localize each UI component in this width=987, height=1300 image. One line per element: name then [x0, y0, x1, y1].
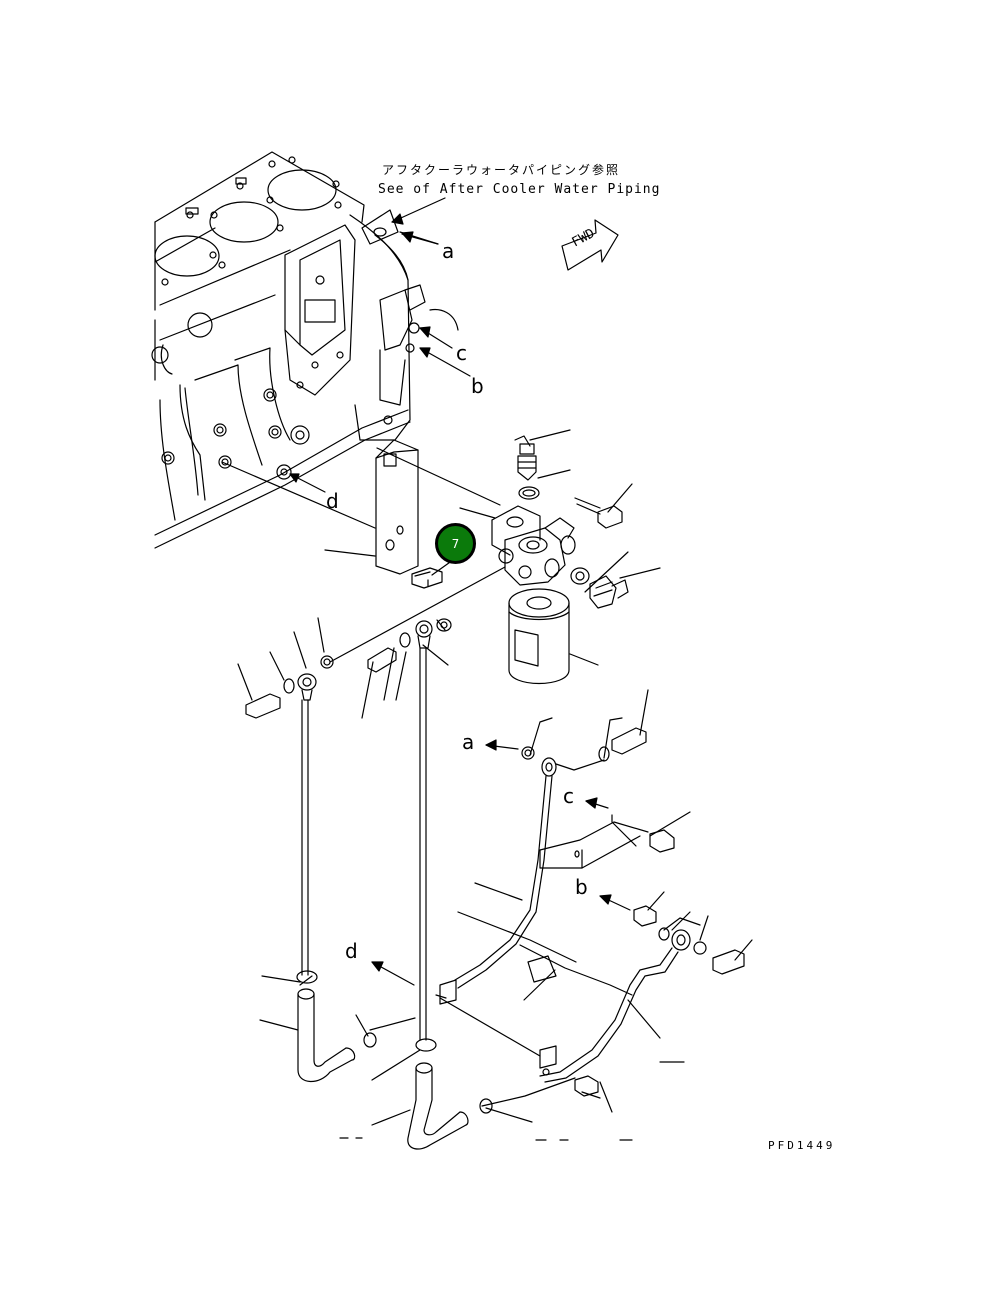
tube-runs-vertical [301, 647, 427, 1041]
part-callout-7[interactable]: 7 [435, 523, 476, 564]
upper-sensor [514, 435, 540, 500]
lower-sensor [570, 567, 629, 609]
reference-note-japanese: アフタクーラウォータパイピング参照 [382, 163, 621, 177]
filter-cartridge [508, 588, 570, 685]
drawing-code: PFD1449 [768, 1139, 836, 1152]
reference-note-english: See of After Cooler Water Piping [378, 182, 661, 197]
label-d-top: d [326, 489, 339, 513]
hose-left [296, 970, 356, 1083]
leader-lines [221, 197, 661, 719]
label-b-bottom: b [575, 875, 588, 899]
side-bolt [574, 497, 623, 529]
part-callout-number: 7 [451, 536, 460, 551]
label-c-top: c [456, 341, 467, 365]
filter-head [491, 505, 576, 586]
hose-right [407, 1038, 469, 1150]
leader-lines-lower [259, 689, 753, 1141]
hose-clamps [363, 1032, 493, 1114]
label-c-bottom: c [563, 784, 574, 808]
label-a-bottom: a [462, 730, 475, 754]
label-a-top: a [442, 239, 455, 263]
fwd-arrow [561, 219, 619, 271]
connection-arrows [289, 213, 631, 986]
label-b-top: b [471, 374, 484, 398]
filter-bracket [375, 439, 419, 575]
bracket-bolt [411, 567, 443, 589]
water-pipe-assembly [435, 727, 745, 1097]
banjo-fittings-upper [245, 618, 452, 719]
label-d-bottom: d [345, 939, 358, 963]
engine-block [151, 151, 459, 549]
